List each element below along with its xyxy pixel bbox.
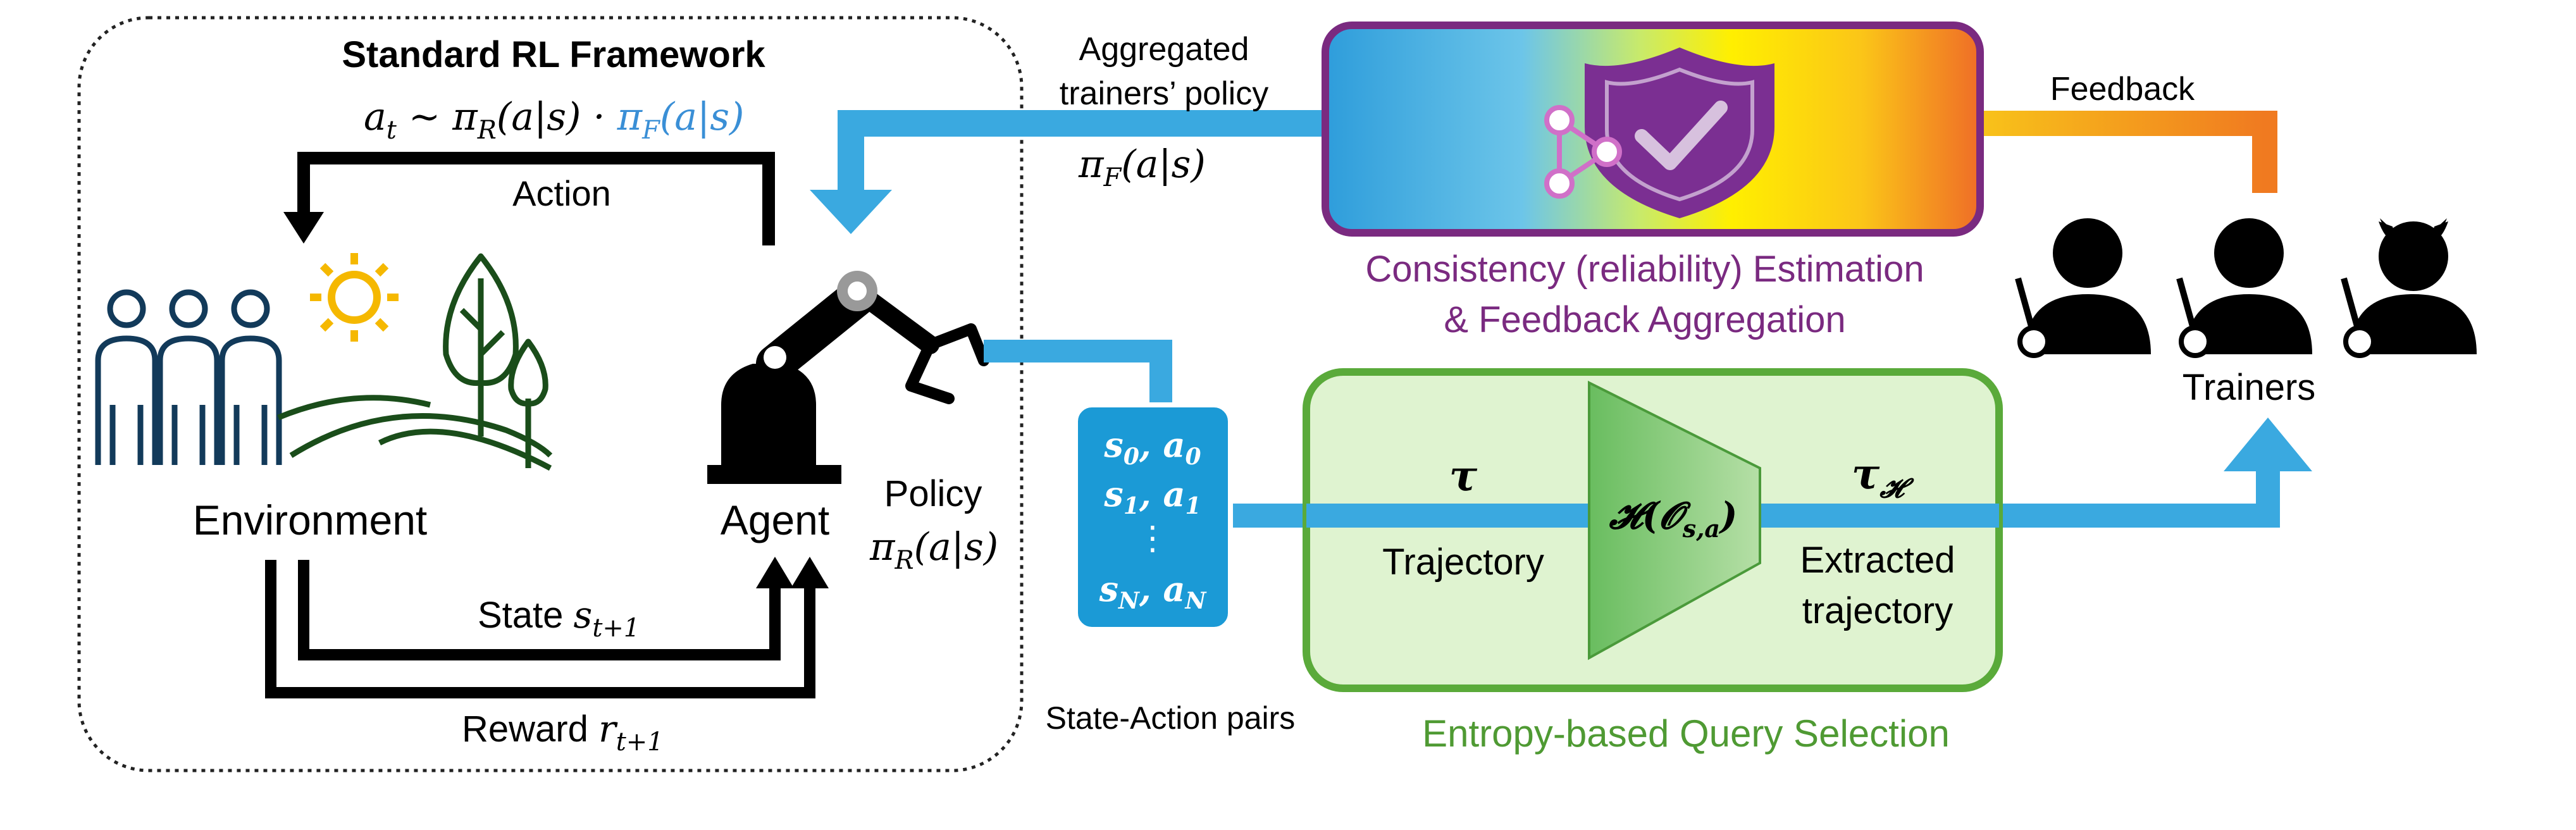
policy-formula: πR(a|s) — [869, 525, 998, 575]
query-selection-caption: Entropy-based Query Selection — [1422, 712, 1950, 755]
environment-label: Environment — [193, 497, 428, 543]
pair-row-n: sN, aN — [1099, 569, 1208, 614]
trainer-person-icon — [2015, 218, 2151, 358]
aggregated-policy-arrow — [838, 110, 1332, 196]
consistency-caption-line1: Consistency (reliability) Estimation — [1365, 249, 1924, 290]
aggregated-label-line1: Aggregated — [1079, 31, 1249, 68]
pair-row-1: s1, a1 — [1103, 474, 1201, 519]
state-label: State st+1 — [478, 593, 640, 643]
tau-symbol: τ — [1449, 451, 1478, 500]
trees-icon — [277, 253, 553, 471]
aggregated-policy-formula: πF(a|s) — [1078, 142, 1206, 192]
devil-trainer-icon — [2341, 218, 2477, 358]
entropy-funnel — [1588, 380, 1761, 660]
reward-label: Reward rt+1 — [462, 707, 664, 757]
trajectory-label: Trajectory — [1382, 542, 1544, 583]
extracted-label-line1: Extracted — [1800, 540, 1955, 581]
agent-to-pairs-arrow — [984, 340, 1172, 405]
state-action-pairs-label: State-Action pairs — [1046, 700, 1296, 736]
people-group-icon — [95, 289, 282, 465]
state-action-pairs-box — [1073, 402, 1233, 632]
pair-ellipsis: ⋮ — [1136, 520, 1169, 557]
state-arrowhead — [756, 557, 794, 588]
extracted-label-line2: trajectory — [1802, 590, 1954, 631]
action-formula: at ~ πR(a|s) · πF(a|s) — [364, 95, 744, 145]
action-arrowhead — [283, 212, 324, 244]
aggregated-label-line2: trainers’ policy — [1060, 75, 1268, 112]
rl-framework-frame — [77, 16, 1024, 772]
policy-label: Policy — [884, 473, 982, 514]
trajectory-arrowhead — [2224, 418, 2312, 471]
robot-arm-icon — [707, 271, 989, 484]
action-arrow — [297, 152, 775, 245]
state-arrow — [298, 560, 781, 660]
aggregated-policy-arrowhead — [810, 190, 892, 234]
consistency-caption-line2: & Feedback Aggregation — [1444, 299, 1845, 340]
sun-icon — [310, 253, 399, 342]
feedback-arrow — [1983, 111, 2277, 193]
trainer-person-icon — [2176, 218, 2312, 358]
reward-arrowhead — [791, 557, 829, 588]
rl-framework-title: Standard RL Framework — [342, 34, 765, 75]
trainers-label: Trainers — [2183, 367, 2316, 408]
pair-row-0: s0, a0 — [1103, 424, 1201, 470]
action-label: Action — [512, 173, 611, 213]
agent-label: Agent — [721, 497, 829, 543]
feedback-label: Feedback — [2050, 71, 2195, 108]
shield-check-icon — [1585, 47, 1774, 218]
reward-arrow — [265, 560, 815, 698]
network-nodes-icon — [1544, 105, 1622, 199]
